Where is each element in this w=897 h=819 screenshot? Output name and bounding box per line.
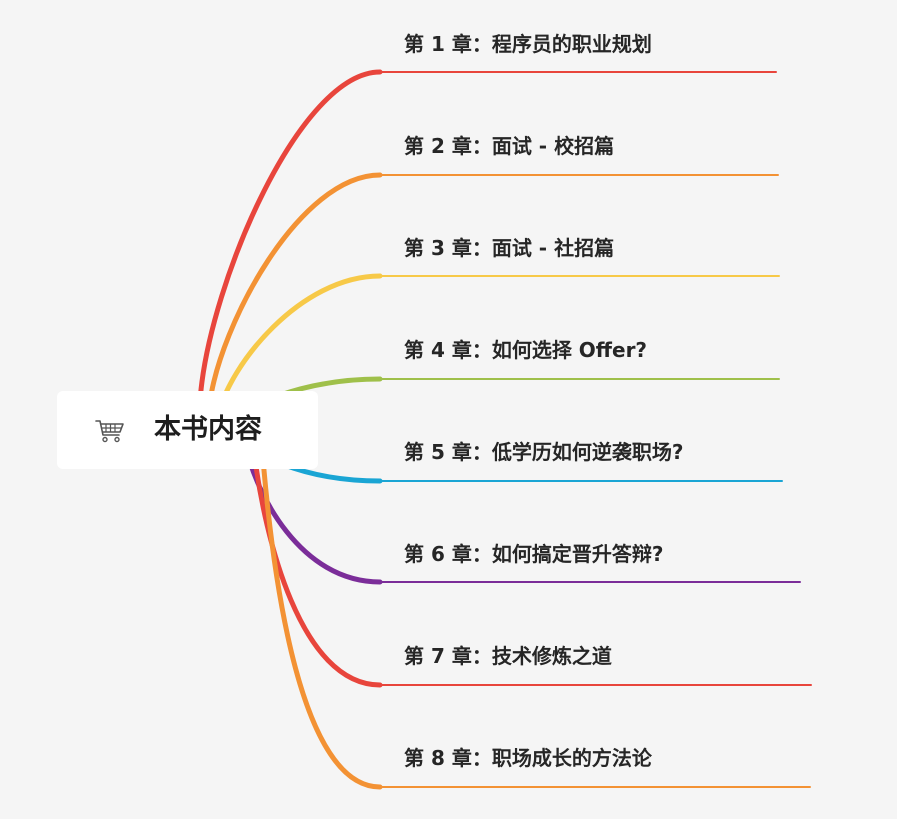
chapter-7-label[interactable]: 第 7 章：技术修炼之道: [404, 644, 612, 668]
shopping-cart-icon: [95, 420, 124, 443]
chapter-4-label[interactable]: 第 4 章：如何选择 Offer?: [404, 338, 648, 362]
chapter-2-label[interactable]: 第 2 章：面试 - 校招篇: [404, 134, 615, 158]
branch-line-2: [208, 174, 779, 406]
branch-trunk-1: [198, 69, 383, 398]
chapter-1-label[interactable]: 第 1 章：程序员的职业规划: [404, 32, 652, 56]
branch-line-8: [262, 464, 811, 788]
chapter-3-label[interactable]: 第 3 章：面试 - 社招篇: [404, 236, 615, 260]
root-node[interactable]: [57, 391, 318, 469]
branch-trunk-8: [261, 462, 383, 790]
branch-trunk-2: [207, 172, 383, 408]
root-title: 本书内容: [154, 414, 262, 445]
chapter-8-label[interactable]: 第 8 章：职场成长的方法论: [404, 746, 652, 770]
chapter-6-label[interactable]: 第 6 章：如何搞定晋升答辩?: [404, 542, 664, 566]
chapter-5-label[interactable]: 第 5 章：低学历如何逆袭职场?: [404, 440, 684, 464]
branch-trunk-7: [252, 452, 383, 688]
